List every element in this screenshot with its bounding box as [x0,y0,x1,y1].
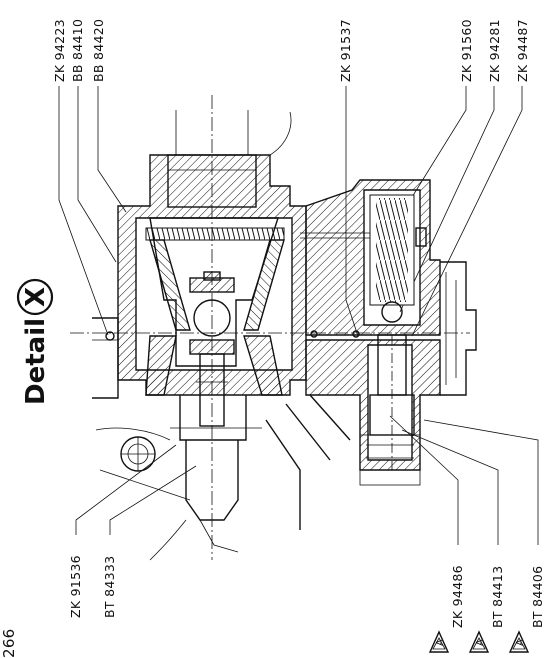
cone-shell-left [149,239,191,331]
bottom-nozzle [185,440,239,521]
clamp-curve-1 [95,427,171,441]
warning-label-bt84406: A BT 84406 [423,419,545,653]
label-bb-84420: BB 84420 [91,19,106,82]
warning-triangle-icon: A [428,630,450,653]
label-bt-84406: BT 84406 [530,566,545,628]
leader-bb-84420 [97,86,127,213]
clamp-curve-2 [99,469,191,501]
left-stub [92,317,119,399]
bottom-label-zk91536: ZK 91536 [68,444,177,618]
page-number: 266 [0,628,18,658]
detail-letter: X [21,287,51,307]
label-bb-84410: BB 84410 [70,19,85,82]
top-label-zk91560: ZK 91560 [403,19,474,211]
compression-spring [369,194,415,306]
leader-zk-94487 [411,86,523,337]
label-zk-94487: ZK 94487 [515,19,530,82]
label-bt-84413: BT 84413 [490,566,505,628]
leader-bt-84406 [423,419,539,545]
valve-block [305,179,441,336]
warning-label-bt84413: A BT 84413 [401,429,505,653]
cone-lower-right [243,335,283,396]
label-zk-91560: ZK 91560 [459,19,474,82]
adjust-screw [415,227,427,247]
ball-seat-bottom [189,339,235,355]
leader-zk-91560 [403,86,467,211]
cone-lower-left [145,335,177,396]
leader-zk-94223 [58,86,109,336]
leader-bb-84410 [77,86,117,263]
warning-letter: A [515,639,526,646]
ball-valve [193,299,231,337]
top-label-zk94281: ZK 94281 [399,19,502,313]
stem-cap [203,271,221,281]
screen-band [145,227,285,241]
support-line-1 [265,419,301,530]
detail-circle [16,278,54,316]
central-stem [199,353,225,427]
warning-letter: A [435,639,446,646]
label-bt-84333: BT 84333 [102,556,117,618]
neck-curve [269,111,292,156]
cone-shell-right [243,239,285,331]
detail-title: Detail X [16,278,54,405]
top-label-bb84410: BB 84410 [70,19,117,263]
nozzle-curve [149,519,187,561]
assembly-drawing [70,95,477,561]
leader-bt-84413 [401,429,499,545]
bottom-outlet [179,395,247,441]
valve-ball [381,301,403,323]
bottom-label-bt84333: BT 84333 [102,465,197,618]
leader-bt-84333 [109,465,197,535]
right-frame [440,261,477,396]
support-line-2 [285,403,331,461]
leader-zk-94281 [399,86,495,313]
label-zk-91537: ZK 91537 [338,19,353,82]
nozzle-tip [199,519,239,553]
lower-housing [359,434,421,486]
top-label-bb84420: BB 84420 [91,19,127,213]
support-line-3 [309,394,351,441]
top-label-zk94223: ZK 94223 [52,19,109,336]
label-zk-94486: ZK 94486 [450,565,465,628]
neck-bore [167,154,257,208]
warning-letter: A [475,639,486,646]
label-zk-94223: ZK 94223 [52,19,67,82]
top-label-zk94487: ZK 94487 [411,19,530,337]
label-zk-94281: ZK 94281 [487,19,502,82]
warning-triangle-icon: A [468,630,490,653]
warning-triangle-icon: A [508,630,530,653]
label-zk-91536: ZK 91536 [68,555,83,618]
detail-title-text: Detail [21,318,51,405]
